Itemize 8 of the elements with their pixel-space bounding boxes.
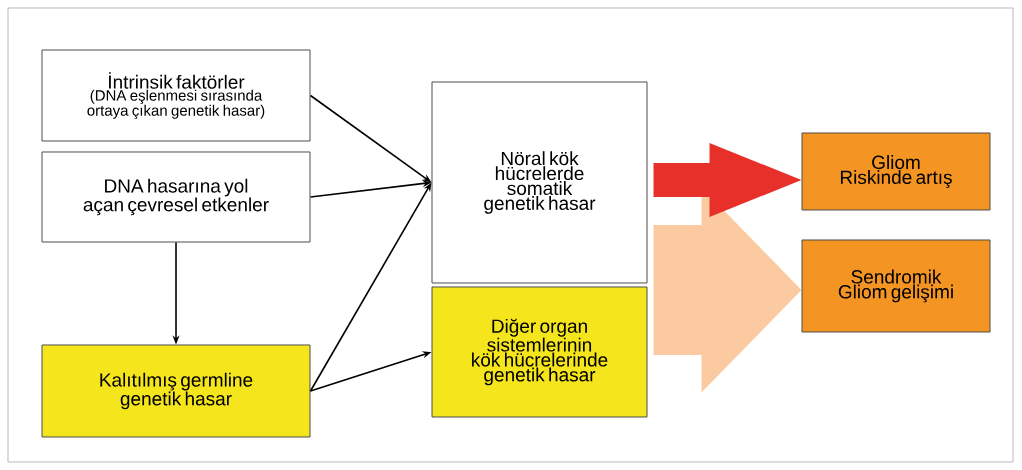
process-box: Sendromik Gliom gelişimi (801, 239, 991, 333)
process-box: İntrinsik faktörler (DNA eşlenmesi sırasında ortaya çıkan genetik hasar) (41, 49, 311, 142)
process-box: Kalıtılmış germline genetik hasar (41, 344, 311, 438)
process-box: DNA hasarına yol açan çevresel etkenler (41, 151, 311, 243)
process-box: Gliom Riskinde artış (801, 132, 991, 211)
process-box: Nöral kök hücrelerde somatik genetik hasar (431, 81, 648, 284)
process-box: Diğer organ sistemlerinin kök hücrelerinde genetik hasar (431, 286, 648, 418)
block-arrow (653, 143, 802, 217)
